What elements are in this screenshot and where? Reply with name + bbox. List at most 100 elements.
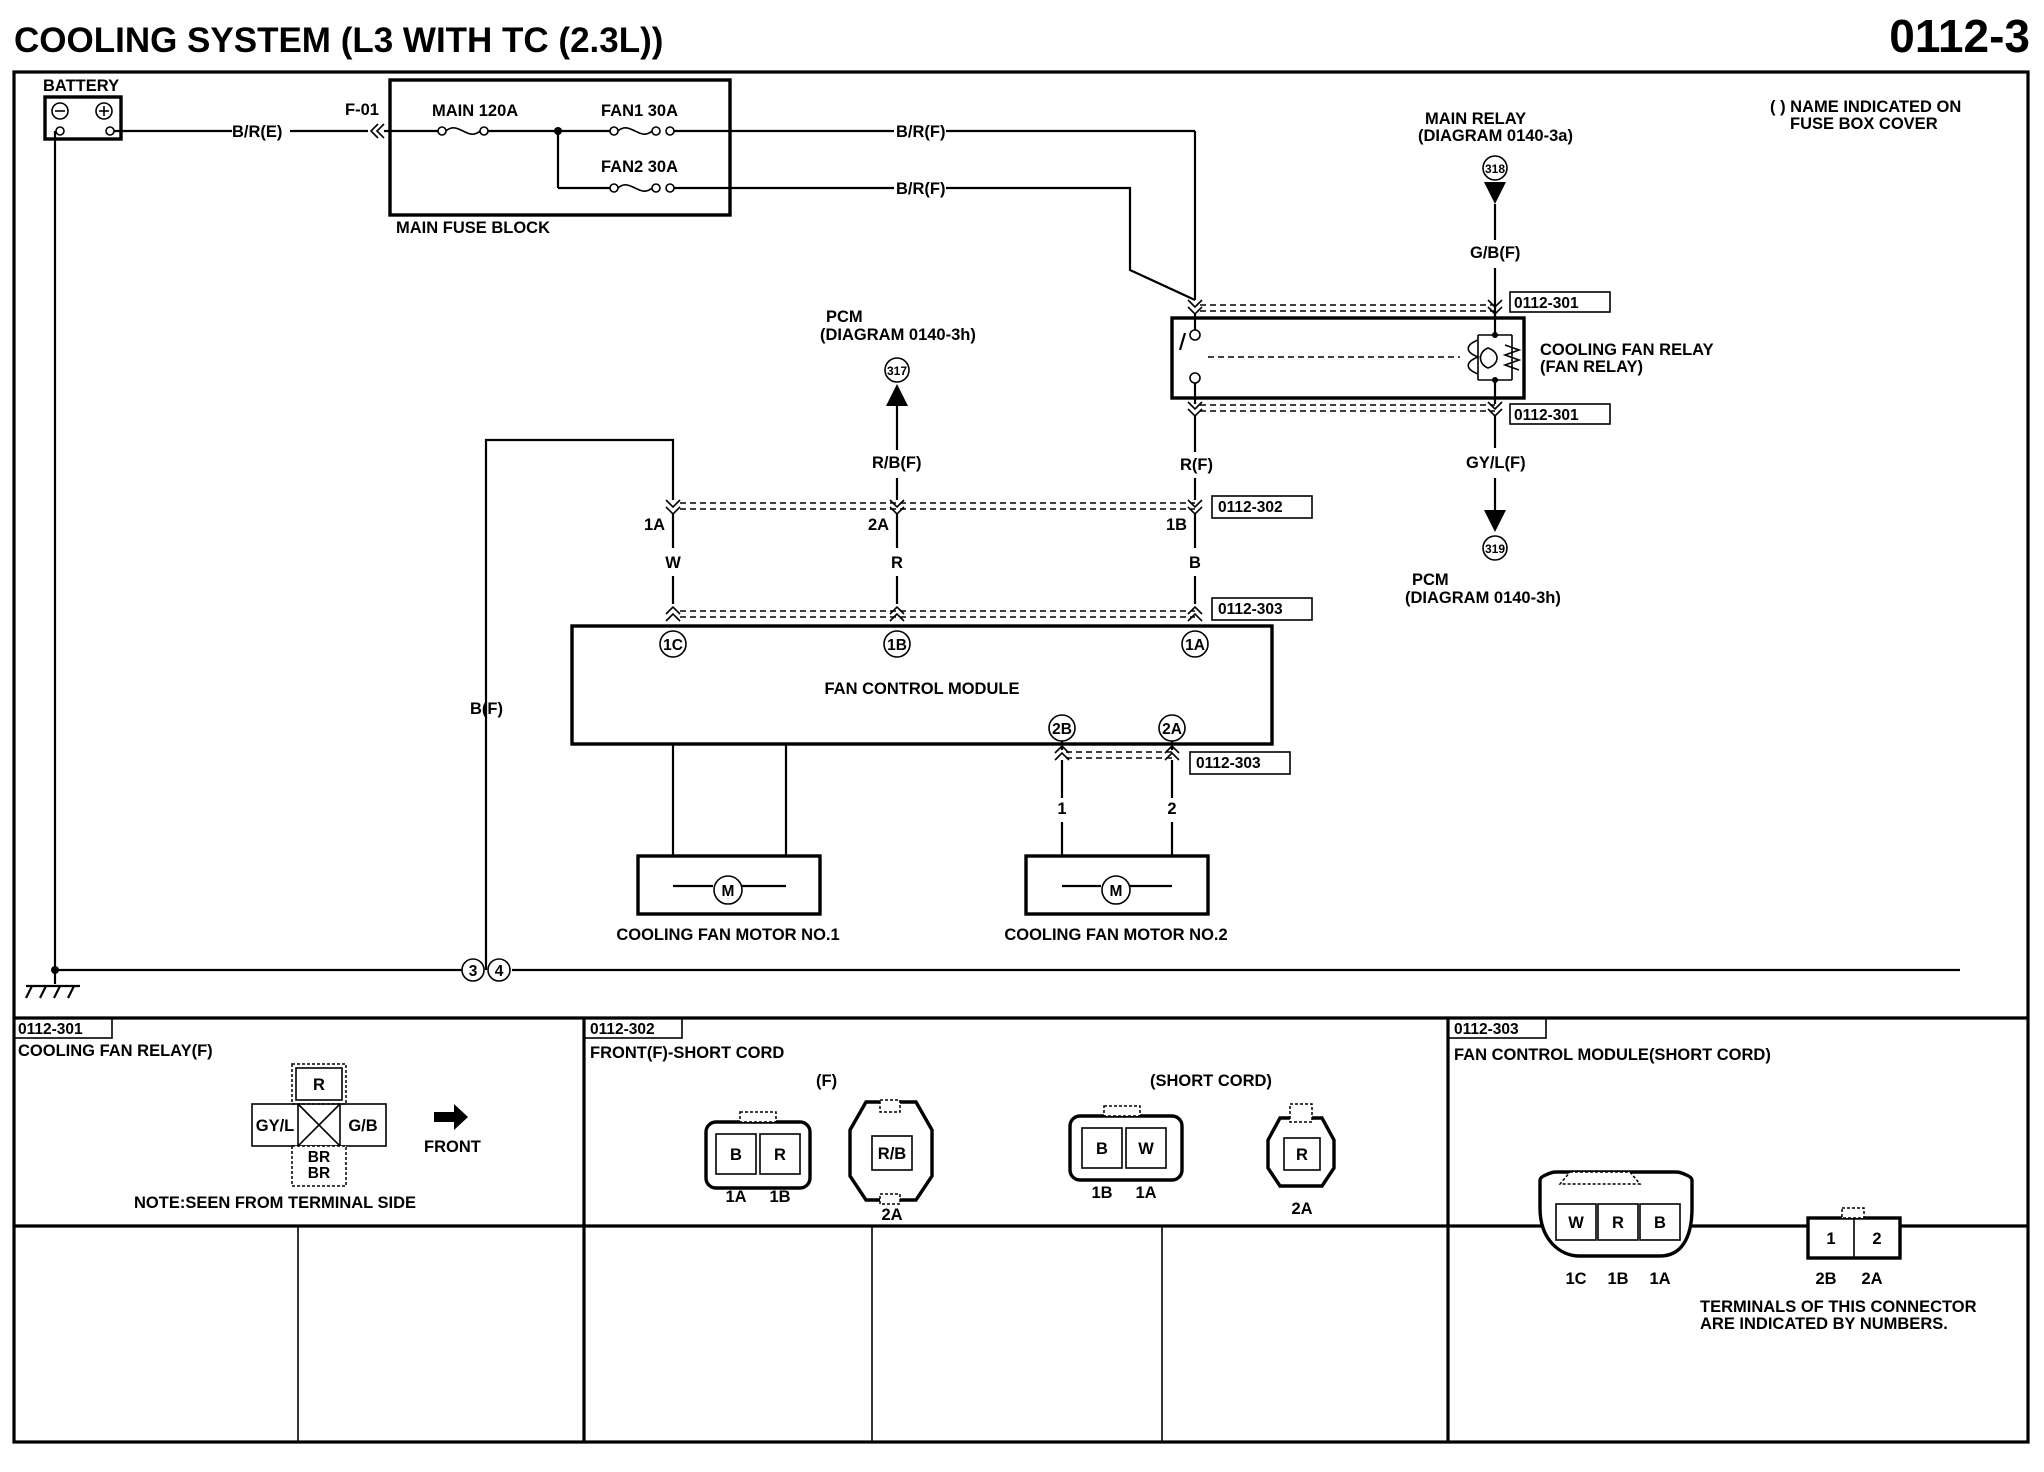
fcm-out1-label: 1 [1057, 800, 1066, 818]
svg-text:R: R [1296, 1146, 1308, 1164]
fuse-main-icon [390, 126, 562, 136]
fuse-fan2-label: FAN2 30A [601, 158, 678, 176]
fcm-ground-wire [484, 438, 675, 970]
fan2-wire [946, 186, 1196, 301]
conn-303-tag [1211, 597, 1313, 621]
panel-303-title: FAN CONTROL MODULE(SHORT CORD) [1454, 1046, 1771, 1064]
fan2-wire-label: B/R(F) [896, 180, 945, 198]
svg-text:317: 317 [887, 364, 907, 378]
panel-303-tag [1447, 1017, 1547, 1039]
conn-303-bottom-tag [1189, 751, 1291, 775]
svg-text:1B: 1B [1607, 1270, 1628, 1288]
pcm-bottom-label: PCM [1412, 571, 1449, 589]
svg-text:2: 2 [1872, 1230, 1881, 1248]
conn-302-tag [1211, 495, 1313, 519]
fuse-fan2-icon [556, 131, 730, 193]
panel-302-f-label: (F) [816, 1072, 837, 1090]
svg-text:B: B [1654, 1214, 1666, 1232]
fcm-out2-label: 2 [1167, 800, 1176, 818]
main-relay-diagram: (DIAGRAM 0140-3a) [1418, 127, 1573, 145]
diagram-frame [12, 70, 2030, 1444]
panel-303-note-line1: TERMINALS OF THIS CONNECTOR [1700, 1298, 1977, 1316]
svg-text:0112-303: 0112-303 [1196, 755, 1261, 772]
wire-b-label: B [1189, 554, 1201, 572]
svg-text:2A: 2A [881, 1206, 902, 1224]
svg-text:1B: 1B [769, 1188, 790, 1206]
relay-switch-icon [1178, 314, 1460, 404]
fan-control-module [570, 624, 1274, 746]
svg-text:1B: 1B [1091, 1184, 1112, 1202]
main-relay-wire-label: G/B(F) [1470, 244, 1520, 262]
svg-text:R: R [1612, 1214, 1624, 1232]
page-title: COOLING SYSTEM (L3 WITH TC (2.3L)) [14, 21, 663, 60]
svg-text:1: 1 [1826, 1230, 1835, 1248]
svg-text:3: 3 [469, 963, 478, 980]
battery-symbol [43, 95, 123, 141]
arrow-down-icon [1484, 510, 1506, 532]
svg-text:1B: 1B [887, 637, 907, 654]
panel-302-short-label: (SHORT CORD) [1150, 1072, 1272, 1090]
svg-text:GY/L: GY/L [256, 1117, 295, 1135]
fcm-pin-1b [883, 630, 911, 658]
pin-1a-label: 1A [644, 516, 665, 534]
relay-out-wire-label: GY/L(F) [1466, 454, 1526, 472]
wire-w-label: W [665, 554, 681, 572]
pcm-top-diagram: (DIAGRAM 0140-3h) [820, 326, 976, 344]
fan1-wire-label: B/R(F) [896, 123, 945, 141]
connector-short-cord-male-view: B W 1B 1A [1068, 1105, 1184, 1202]
fcm-output-connector-view: 1 2 2B 2A [1806, 1207, 1902, 1288]
svg-text:319: 319 [1485, 542, 1505, 556]
svg-text:2B: 2B [1052, 721, 1072, 738]
panel-302-title: FRONT(F)-SHORT CORD [590, 1044, 784, 1062]
arrow-down-icon [1484, 182, 1506, 204]
relay-rf-wire-label: R(F) [1180, 456, 1213, 474]
ground-point-3 [461, 958, 485, 982]
fcm-ground-wire-label: B(F) [470, 700, 503, 718]
arrow-up-icon [886, 384, 908, 406]
battery-label: BATTERY [43, 77, 119, 95]
svg-text:1A: 1A [725, 1188, 746, 1206]
relay-coil-icon [1467, 314, 1522, 404]
main-fuse-block-label: MAIN FUSE BLOCK [396, 219, 550, 237]
fcm-short-cord-connector-view: W R B 1C 1B 1A [1538, 1170, 1694, 1288]
cooling-fan-motor-2-label: COOLING FAN MOTOR NO.2 [1004, 926, 1227, 944]
ground-icon [25, 984, 80, 999]
svg-text:2A: 2A [1291, 1200, 1312, 1218]
fuse-main-label: MAIN 120A [432, 102, 518, 120]
connector-f01-symbol [369, 123, 385, 139]
svg-text:2A: 2A [1861, 1270, 1882, 1288]
fuse-fan1-label: FAN1 30A [601, 102, 678, 120]
main-relay-label: MAIN RELAY [1425, 110, 1526, 128]
motor-icon: M [673, 875, 786, 905]
svg-text:0112-301: 0112-301 [1514, 407, 1579, 424]
svg-text:B: B [1096, 1140, 1108, 1158]
arrow-right-icon [434, 1104, 468, 1130]
pin-2a-label: 2A [868, 516, 889, 534]
main-fuse-block [388, 78, 732, 217]
connector-f-female-view: R/B 2A [848, 1099, 934, 1224]
svg-text:G/B: G/B [348, 1117, 377, 1135]
relay-connector-view: R GY/L G/B BR BR [251, 1063, 387, 1187]
svg-text:4: 4 [495, 963, 504, 980]
cooling-fan-relay [1170, 316, 1526, 400]
cooling-fan-motor-1-label: COOLING FAN MOTOR NO.1 [616, 926, 839, 944]
svg-text:0112-303: 0112-303 [1218, 601, 1283, 618]
motor-icon: M [1062, 875, 1172, 905]
fcm-pin-1c [659, 630, 687, 658]
svg-text:0112-302: 0112-302 [590, 1021, 655, 1038]
svg-text:0112-301: 0112-301 [18, 1021, 83, 1038]
pcm-top-wire-label: R/B(F) [872, 454, 921, 472]
svg-text:318: 318 [1485, 162, 1505, 176]
connector-short-cord-female-view: R 2A [1266, 1103, 1336, 1218]
svg-text:0112-301: 0112-301 [1514, 295, 1579, 312]
note-line1: ( ) NAME INDICATED ON [1770, 98, 1961, 116]
panel-301-tag [13, 1017, 113, 1039]
svg-text:R: R [774, 1146, 786, 1164]
note-line2: FUSE BOX COVER [1790, 115, 1938, 133]
front-label: FRONT [424, 1138, 481, 1156]
svg-text:W: W [1138, 1140, 1154, 1158]
fan-control-module-label: FAN CONTROL MODULE [825, 680, 1020, 698]
svg-text:1C: 1C [663, 637, 683, 654]
ground-point-4 [487, 958, 511, 982]
